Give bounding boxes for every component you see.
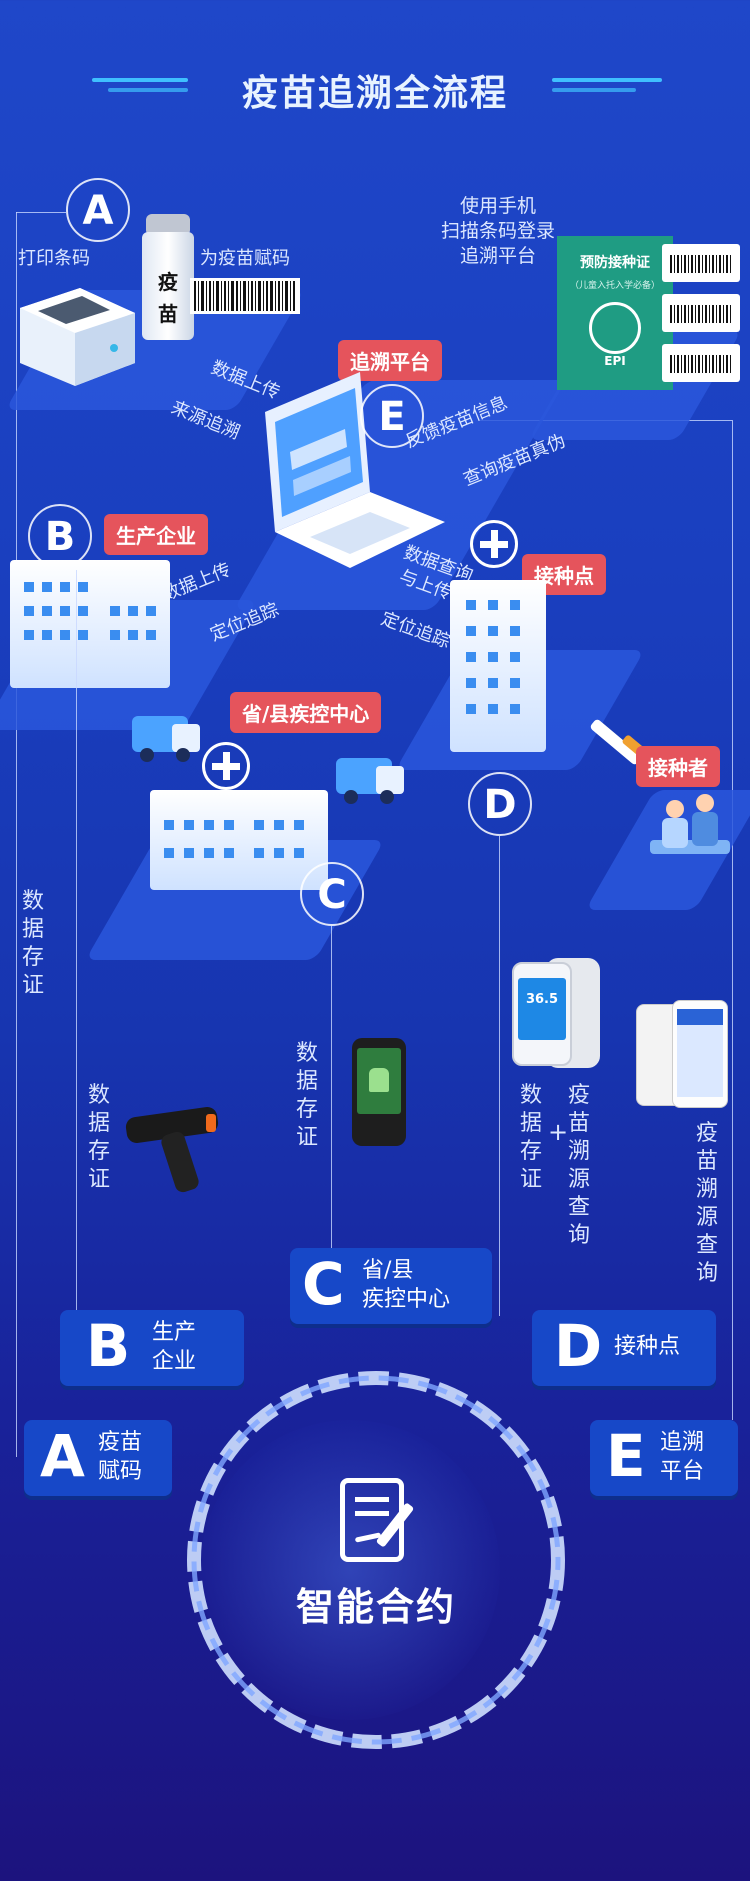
scan-note-line-1: 使用手机: [459, 195, 536, 217]
badge-d: D 接种点: [532, 1310, 716, 1386]
certificate-title: 预防接种证: [580, 255, 650, 271]
evidence-c: 数据存证: [295, 1041, 318, 1150]
badge-d-letter: D: [554, 1312, 603, 1380]
badge-c: C 省/县 疾控中心: [290, 1248, 492, 1324]
evidence-left: 数据存证: [21, 889, 44, 998]
line-c: [331, 926, 332, 1248]
title-deco-right: [552, 78, 662, 82]
node-c-marker: C: [300, 862, 364, 926]
barcode-label-3: [662, 344, 740, 382]
tag-trace-platform: 追溯平台: [338, 340, 442, 381]
chain-ring-icon: [166, 1350, 586, 1770]
scan-note-line-2: 扫描条码登录: [440, 220, 555, 242]
badge-c-letter: C: [302, 1250, 345, 1318]
laptop-icon: [250, 372, 450, 568]
epi-logo-icon: [589, 302, 641, 354]
badge-c-text: 省/县 疾控中心: [362, 1256, 450, 1314]
medical-cross-icon-c: [202, 742, 250, 790]
evidence-b: 数据存证: [87, 1083, 110, 1192]
thermometer-device-icon: 36.5: [512, 958, 602, 1070]
contract-signature-icon: [340, 1478, 422, 1564]
badge-e-text-1: 追溯: [660, 1430, 705, 1455]
barcode-labels: [662, 244, 740, 384]
barcode-label-2: [662, 294, 740, 332]
print-barcode-label: 打印条码: [18, 248, 90, 269]
badge-c-text-1: 省/县: [362, 1258, 414, 1283]
cdc-building-icon: [150, 790, 328, 890]
tag-manufacturer: 生产企业: [104, 514, 208, 555]
badge-b-text: 生产 企业: [152, 1318, 196, 1376]
vial-char-2: 苗: [158, 302, 178, 326]
badge-a-text-1: 疫苗: [98, 1430, 143, 1455]
title-deco-left-2: [108, 88, 188, 92]
badge-b-text-2: 企业: [152, 1349, 197, 1374]
certificate-subtitle: （儿童入托入学必备）: [569, 281, 660, 291]
frame-line-left: [16, 212, 17, 1457]
arrow-label-locate-2: 定位追踪: [378, 608, 453, 653]
handheld-terminal-icon: [352, 1038, 406, 1146]
badge-b: B 生产 企业: [60, 1310, 244, 1386]
epi-logo-text: EPI: [604, 354, 626, 368]
vial-char-1: 疫: [158, 270, 178, 294]
badge-e: E 追溯 平台: [590, 1420, 738, 1496]
vaccination-certificate: 预防接种证 （儿童入托入学必备） EPI: [557, 236, 673, 390]
factory-building-icon: [10, 560, 170, 688]
thermometer-reading: 36.5: [525, 992, 559, 1007]
line-d: [499, 834, 500, 1316]
vaccine-vial-icon: 疫 苗: [142, 214, 194, 340]
scan-note-line-3: 追溯平台: [459, 245, 536, 267]
barcode-label-1: [662, 244, 740, 282]
frame-line-left-top: [16, 212, 66, 213]
badge-a-letter: A: [40, 1422, 85, 1490]
node-e-marker: E: [360, 384, 424, 448]
page-title: 疫苗追溯全流程: [241, 73, 508, 114]
badge-b-letter: B: [86, 1312, 131, 1380]
evidence-d-query: 疫苗溯源查询: [567, 1083, 590, 1248]
badge-e-text-2: 平台: [660, 1459, 705, 1484]
badge-e-text: 追溯 平台: [660, 1428, 704, 1486]
badge-b-text-1: 生产: [152, 1320, 197, 1345]
globe-backdrop: [200, 1420, 500, 1720]
smart-contract-label: 智能合约: [295, 1585, 456, 1629]
smartphone-icon: [636, 1000, 728, 1108]
badge-d-text-1: 接种点: [614, 1334, 681, 1359]
badge-a-text: 疫苗 赋码: [98, 1428, 142, 1486]
frame-line-right: [732, 420, 733, 1420]
badge-a-text-2: 赋码: [98, 1459, 143, 1484]
tag-cdc: 省/县疾控中心: [230, 692, 382, 733]
evidence-e-query: 疫苗溯源查询: [695, 1121, 718, 1286]
badge-c-text-2: 疾控中心: [362, 1287, 451, 1312]
recipient-people-icon: [640, 790, 730, 870]
medical-cross-icon-d: [470, 520, 518, 568]
node-d-marker: D: [468, 772, 532, 836]
barcode-graphic: [190, 278, 300, 314]
title-deco-left: [92, 78, 188, 82]
label-printer-icon: [10, 278, 138, 390]
assign-code-label: 为疫苗赋码: [200, 248, 290, 269]
tag-recipient: 接种者: [636, 746, 720, 787]
badge-e-letter: E: [606, 1422, 646, 1490]
line-b: [76, 570, 77, 1312]
cold-chain-truck-icon-1: [132, 710, 202, 762]
node-b-marker: B: [28, 504, 92, 568]
scan-note: 使用手机 扫描条码登录 追溯平台: [418, 194, 578, 269]
badge-a: A 疫苗 赋码: [24, 1420, 172, 1496]
barcode-scanner-gun-icon: [122, 1104, 222, 1200]
cold-chain-truck-icon-2: [336, 752, 406, 804]
evidence-d-plus: +: [548, 1118, 569, 1146]
title-deco-right-2: [552, 88, 636, 92]
node-a-marker: A: [66, 178, 130, 242]
vaccination-site-building-icon: [450, 580, 546, 752]
badge-d-text: 接种点: [614, 1332, 680, 1361]
evidence-d: 数据存证: [519, 1083, 542, 1192]
